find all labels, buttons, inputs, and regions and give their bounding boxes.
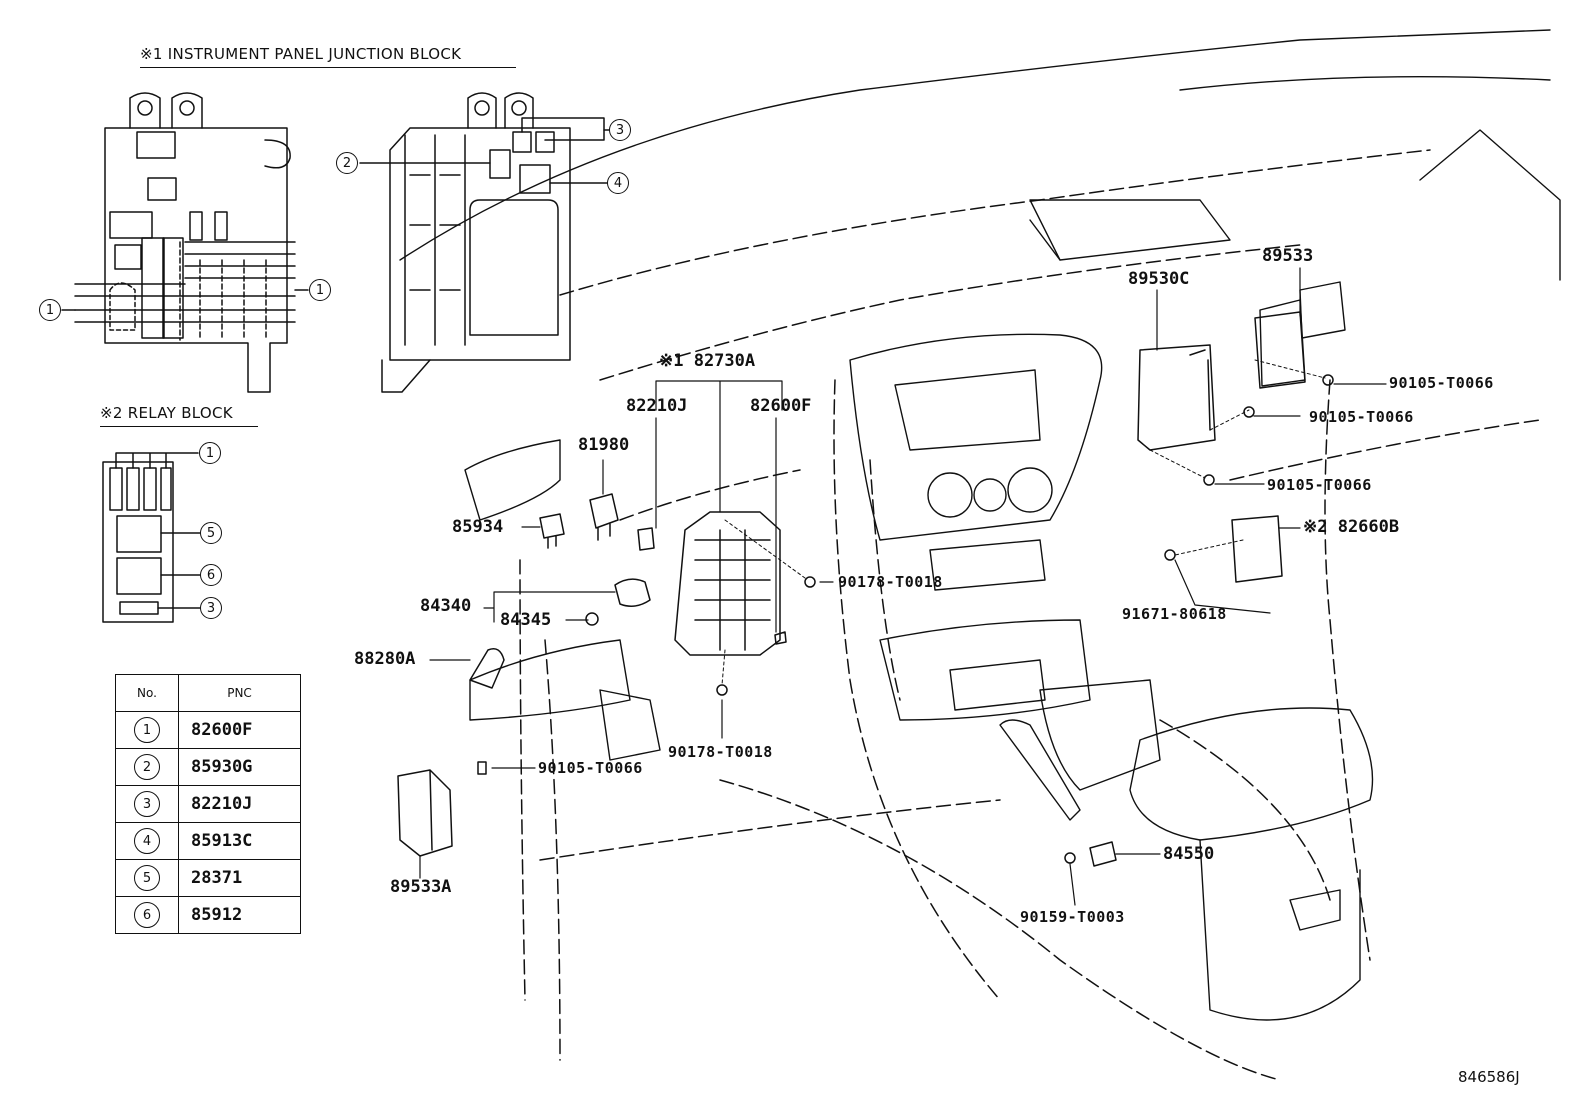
relay-callout-6: 6 — [200, 564, 222, 586]
part-label-82600F: 82600F — [750, 396, 812, 416]
part-label-90159-T0003: 90159-T0003 — [1020, 908, 1125, 926]
part-label-82210J: 82210J — [626, 396, 688, 416]
table-row: 6 85912 — [115, 896, 301, 934]
dashboard-detail — [399, 29, 1561, 1021]
relay-callout-5: 5 — [200, 522, 222, 544]
relay-callout-1: 1 — [199, 442, 221, 464]
table-row-pnc: 85913C — [178, 822, 301, 860]
part-label-82660B: ※2 82660B — [1303, 517, 1400, 537]
part-label-90105-T0066-right-top: 90105-T0066 — [1389, 374, 1494, 392]
relay-block-header: ※2 RELAY BLOCK — [100, 404, 233, 422]
table-row-number: 6 — [134, 902, 160, 928]
part-label-84340: 84340 — [420, 596, 472, 616]
table-row-pnc: 85912 — [178, 896, 301, 934]
part-label-84345: 84345 — [500, 610, 552, 630]
pointer-dash — [721, 359, 1326, 686]
relay-block-view — [102, 452, 201, 623]
junction-block-header: ※1 INSTRUMENT PANEL JUNCTION BLOCK — [140, 45, 462, 63]
part-label-81980: 81980 — [578, 435, 630, 455]
junction-block-front-view — [61, 92, 309, 393]
table-row-number: 3 — [134, 791, 160, 817]
table-row: 4 85913C — [115, 822, 301, 860]
table-row-number: 5 — [134, 865, 160, 891]
callout-2: 2 — [336, 152, 358, 174]
callout-3: 3 — [609, 119, 631, 141]
table-row-number: 2 — [134, 754, 160, 780]
table-row-pnc: 85930G — [178, 748, 301, 786]
table-row-number: 4 — [134, 828, 160, 854]
part-label-82730A: ※1 82730A — [659, 351, 756, 371]
junction-block-rear-view — [359, 92, 611, 393]
part-label-85934: 85934 — [452, 517, 504, 537]
part-label-90178-T0018-upper: 90178-T0018 — [838, 573, 943, 591]
pnc-table-header-pnc: PNC — [178, 674, 301, 712]
relay-callout-3: 3 — [200, 597, 222, 619]
part-label-84550: 84550 — [1163, 844, 1215, 864]
table-row-number: 1 — [134, 717, 160, 743]
part-label-91671-80618: 91671-80618 — [1122, 605, 1227, 623]
table-row: 5 28371 — [115, 859, 301, 897]
table-row: 2 85930G — [115, 748, 301, 786]
junction-block-header-underline — [140, 67, 516, 68]
part-label-88280A: 88280A — [354, 649, 416, 669]
table-row: 1 82600F — [115, 711, 301, 749]
table-row: 3 82210J — [115, 785, 301, 823]
part-label-89533A: 89533A — [390, 877, 452, 897]
part-label-90178-T0018-lower: 90178-T0018 — [668, 743, 773, 761]
callout-1-left: 1 — [39, 299, 61, 321]
callout-4: 4 — [607, 172, 629, 194]
dashboard-outline — [519, 149, 1541, 1081]
leader-lines — [419, 267, 1387, 906]
part-label-90105-T0066-right-mid: 90105-T0066 — [1309, 408, 1414, 426]
part-label-90105-T0066-left: 90105-T0066 — [538, 759, 643, 777]
part-label-89533: 89533 — [1262, 246, 1314, 266]
callout-1-right: 1 — [309, 279, 331, 301]
drawing-reference-code: 846586J — [1458, 1068, 1520, 1086]
pnc-table: No. PNC 1 82600F 2 85930G 3 82210J 4 859… — [115, 674, 301, 934]
relay-block-header-underline — [100, 426, 258, 427]
table-row-pnc: 28371 — [178, 859, 301, 897]
part-label-89530C: 89530C — [1128, 269, 1190, 289]
pnc-table-header-no: No. — [115, 674, 179, 712]
table-row-pnc: 82210J — [178, 785, 301, 823]
part-label-90105-T0066-right-low: 90105-T0066 — [1267, 476, 1372, 494]
table-row-pnc: 82600F — [178, 711, 301, 749]
part-shapes — [397, 311, 1334, 867]
pnc-table-header-row: No. PNC — [115, 674, 301, 712]
